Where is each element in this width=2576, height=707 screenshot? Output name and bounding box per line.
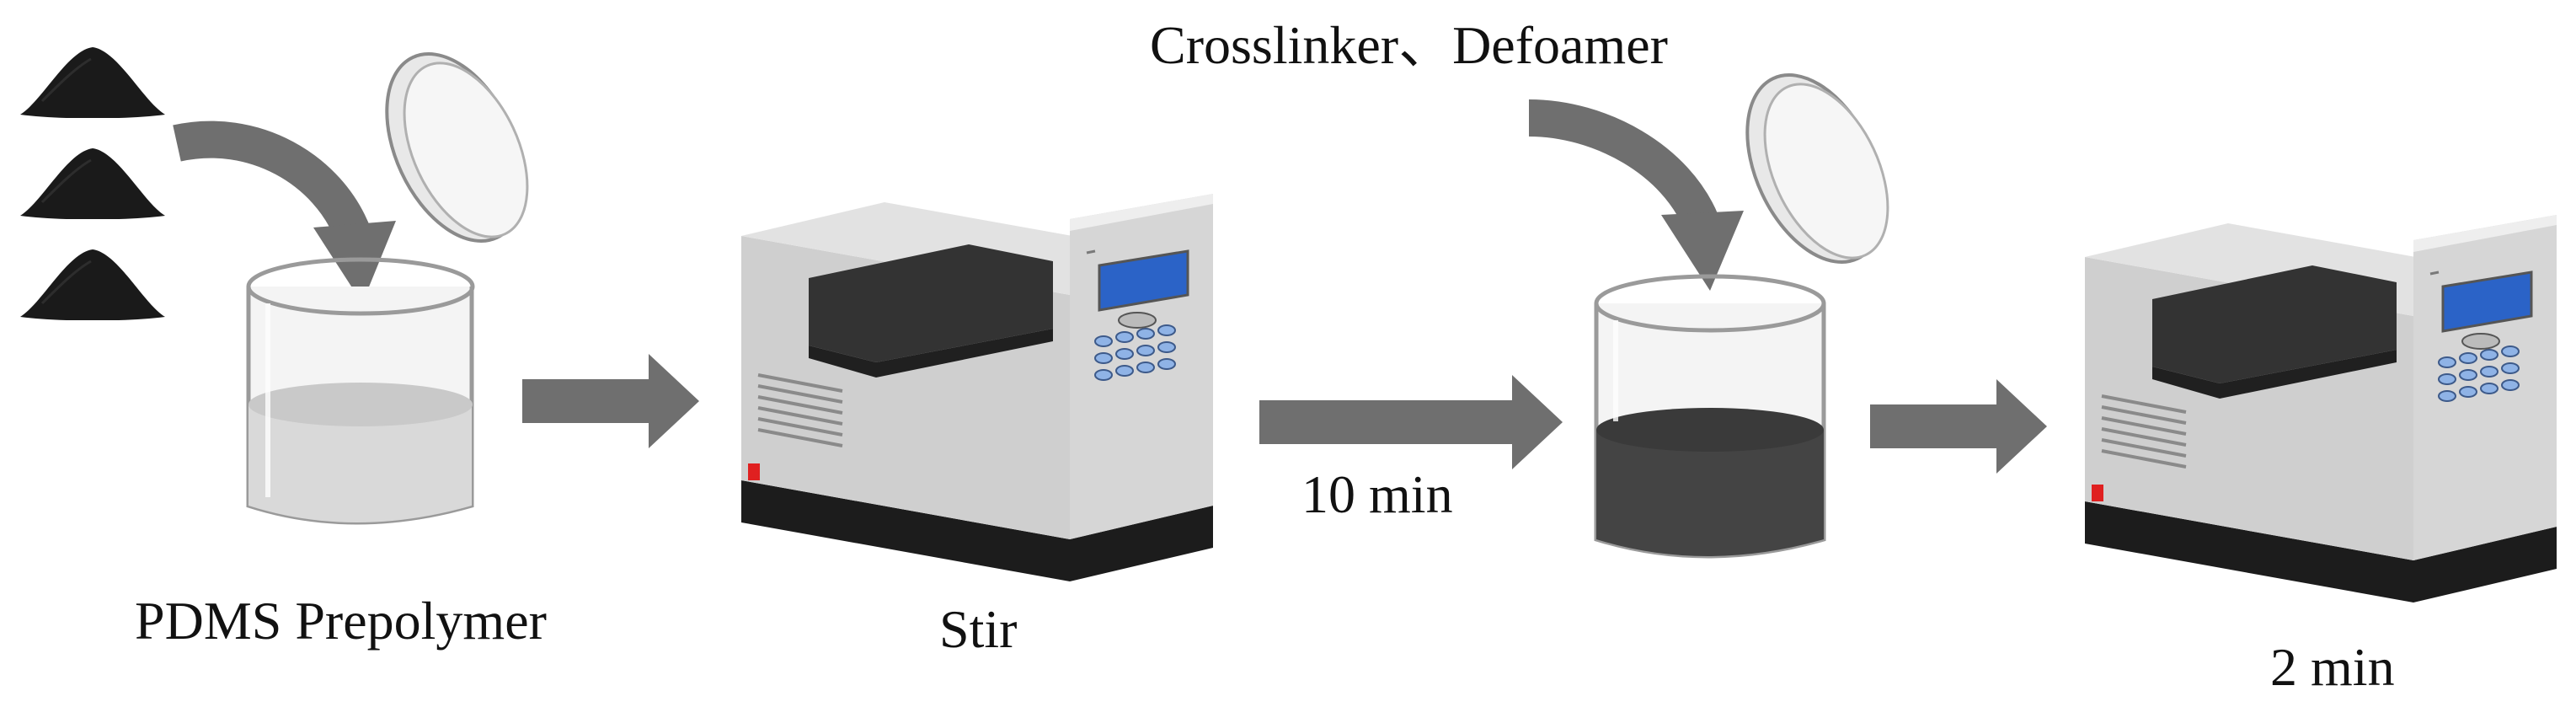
glass-beaker-icon <box>246 257 475 525</box>
powder-pile-icon <box>19 46 167 118</box>
glass-beaker-icon <box>1594 274 1826 559</box>
curved-arrow-icon <box>173 121 396 303</box>
time-10-min-label: 10 min <box>1301 464 1453 524</box>
additives-label: Crosslinker、Defoamer <box>1150 15 1668 75</box>
powder-pile-icon <box>19 147 167 219</box>
process-arrow-icon <box>522 354 699 448</box>
process-arrow-icon <box>1870 379 2047 474</box>
laboratory-mixer-icon <box>741 192 1213 583</box>
prepolymer-label: PDMS Prepolymer <box>135 591 547 651</box>
process-arrow-icon <box>1259 375 1563 469</box>
petri-dish-lid-icon <box>1735 63 1895 274</box>
curved-arrow-icon <box>1528 99 1744 291</box>
stir-label: Stir <box>939 599 1018 659</box>
laboratory-mixer-icon <box>2085 213 2557 604</box>
powder-pile-icon <box>19 248 167 320</box>
time-2-min-label: 2 min <box>2270 637 2395 697</box>
